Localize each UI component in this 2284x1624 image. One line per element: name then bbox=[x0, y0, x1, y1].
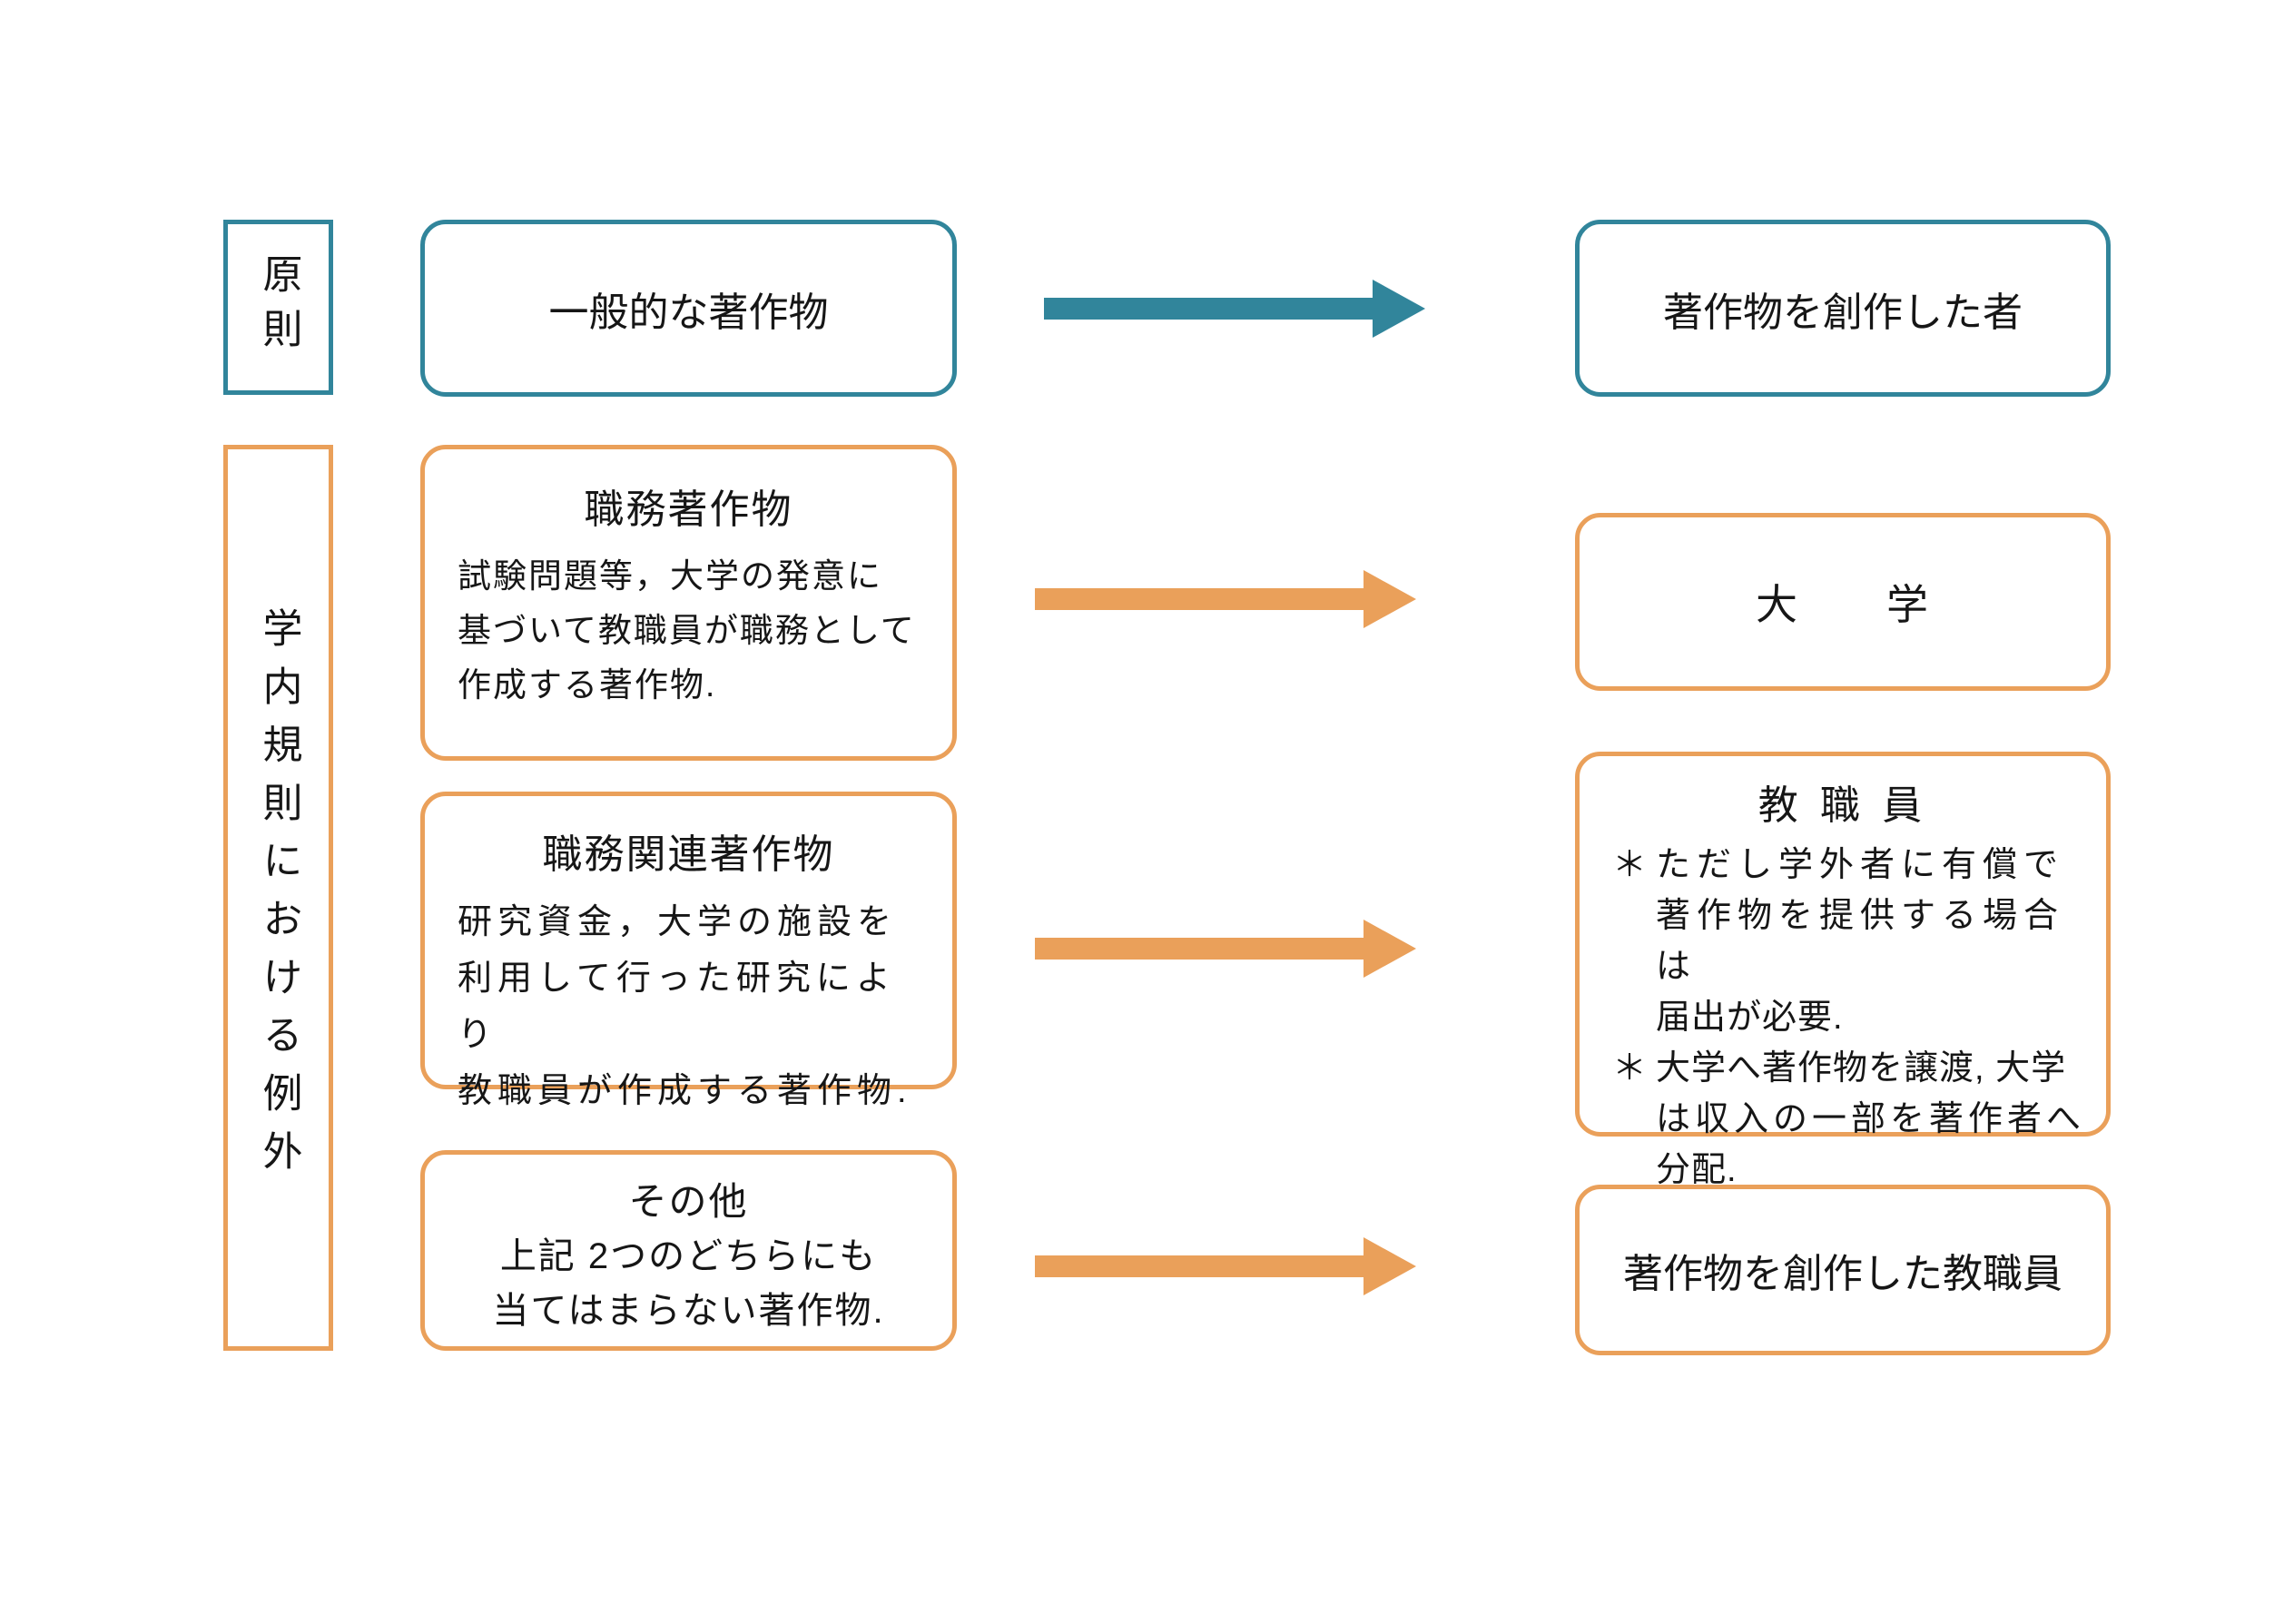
creator-of-work-box: 著作物を創作した者 bbox=[1575, 220, 2111, 397]
arrow-head bbox=[1373, 280, 1425, 338]
faculty-creator-box: 著作物を創作した教職員 bbox=[1575, 1185, 2111, 1355]
other-works-box: その他 上記 2つのどちらにも 当てはまらない著作物. bbox=[420, 1150, 957, 1351]
note-item: ＊ ただし学外者に有償で 著作物を提供する場合は 届出が必要. bbox=[1612, 840, 2088, 1043]
note-line: 届出が必要. bbox=[1656, 999, 1844, 1037]
arrow-shaft bbox=[1035, 1255, 1364, 1277]
general-work-box: 一般的な著作物 bbox=[420, 220, 957, 397]
work-for-hire-box: 職務著作物 試験問題等，大学の発意に 基づいて教職員が職務として 作成する著作物… bbox=[420, 445, 957, 761]
exception-section-label: 学内規則における例外 bbox=[256, 607, 301, 1188]
faculty-staff-box: 教 職 員 ＊ ただし学外者に有償で 著作物を提供する場合は 届出が必要. ＊ … bbox=[1575, 752, 2111, 1189]
note-text: ただし学外者に有償で 著作物を提供する場合は 届出が必要. bbox=[1656, 840, 2088, 1043]
body-line: 研究資金，大学の施設を bbox=[458, 903, 898, 941]
general-work-label: 一般的な著作物 bbox=[548, 290, 829, 335]
body-line: 利用して行った研究により bbox=[458, 960, 896, 1054]
asterisk-marker: ＊ bbox=[1612, 846, 1648, 884]
note-text: 大学へ著作物を譲渡, 大学 は収入の一部を著作者へ 分配. bbox=[1656, 1043, 2085, 1196]
exception-section-label-box: 学内規則における例外 bbox=[223, 445, 333, 1351]
creator-of-work-label: 著作物を創作した者 bbox=[1663, 290, 2023, 335]
work-for-hire-title: 職務著作物 bbox=[584, 487, 793, 532]
body-line: 当てはまらない著作物. bbox=[492, 1291, 885, 1331]
arrow-head bbox=[1364, 570, 1416, 628]
work-related-box: 職務関連著作物 研究資金，大学の施設を 利用して行った研究により 教職員が作成す… bbox=[420, 792, 957, 1110]
note-line: ただし学外者に有償で bbox=[1656, 846, 2065, 884]
note-line: は収入の一部を著作者へ bbox=[1656, 1100, 2086, 1138]
note-item: ＊ 大学へ著作物を譲渡, 大学 は収入の一部を著作者へ 分配. bbox=[1612, 1043, 2088, 1196]
work-for-hire-body: 試験問題等，大学の発意に 基づいて教職員が職務として 作成する著作物. bbox=[425, 549, 952, 713]
body-line: 基づいて教職員が職務として bbox=[458, 612, 916, 649]
note-line: 分配. bbox=[1656, 1151, 1738, 1189]
arrow-shaft bbox=[1035, 938, 1364, 960]
asterisk-marker: ＊ bbox=[1612, 1049, 1648, 1088]
faculty-staff-title: 教 職 員 bbox=[1757, 783, 1928, 828]
body-line: 試験問題等，大学の発意に bbox=[458, 557, 882, 595]
faculty-staff-notes: ＊ ただし学外者に有償で 著作物を提供する場合は 届出が必要. ＊ 大学へ著作物… bbox=[1580, 840, 2106, 1196]
other-works-title: その他 bbox=[628, 1180, 749, 1223]
other-works-text: その他 上記 2つのどちらにも 当てはまらない著作物. bbox=[425, 1175, 952, 1338]
principle-row-label-box: 原則 bbox=[223, 220, 333, 395]
faculty-creator-label: 著作物を創作した教職員 bbox=[1623, 1252, 2062, 1296]
body-line: 上記 2つのどちらにも bbox=[499, 1236, 878, 1276]
arrow-shaft bbox=[1035, 588, 1364, 610]
university-label: 大 学 bbox=[1756, 581, 1930, 628]
work-related-title: 職務関連著作物 bbox=[542, 832, 835, 877]
arrow-head bbox=[1364, 1237, 1416, 1295]
arrow-shaft bbox=[1044, 298, 1373, 320]
principle-row-label: 原則 bbox=[256, 252, 301, 362]
note-line: 著作物を提供する場合は bbox=[1656, 897, 2065, 986]
body-line: 教職員が作成する著作物. bbox=[458, 1072, 912, 1110]
note-line: 大学へ著作物を譲渡, 大学 bbox=[1656, 1049, 2067, 1088]
arrow-head bbox=[1364, 920, 1416, 978]
body-line: 作成する著作物. bbox=[458, 666, 717, 704]
university-box: 大 学 bbox=[1575, 513, 2111, 691]
work-related-body: 研究資金，大学の施設を 利用して行った研究により 教職員が作成する著作物. bbox=[425, 894, 952, 1119]
